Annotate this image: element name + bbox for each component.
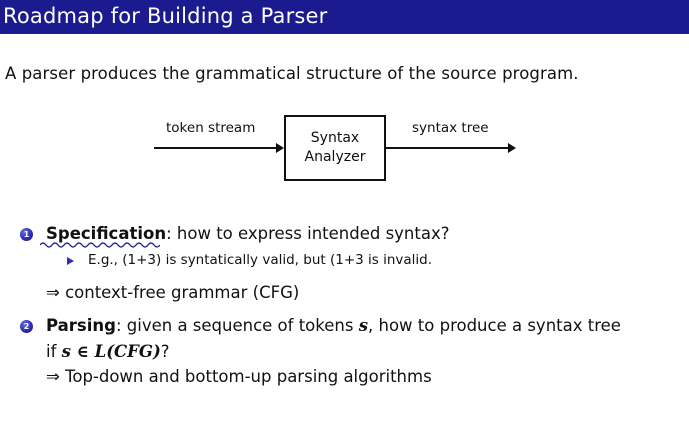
condition-prefix: if	[46, 342, 62, 361]
condition-math: s ∈ L(CFG)	[61, 342, 161, 361]
implies-algorithms: ⇒ Top-down and bottom-up parsing algorit…	[46, 367, 432, 386]
condition-suffix: ?	[160, 342, 170, 361]
example-prefix: E.g.,	[88, 252, 123, 268]
token-stream-label: token stream	[166, 120, 256, 136]
bullet-number-1: 1	[20, 228, 33, 241]
syntax-tree-label: syntax tree	[412, 120, 489, 136]
example-suffix: is invalid.	[363, 252, 433, 268]
bullet-number-2: 2	[20, 320, 33, 333]
wavy-underline	[40, 242, 160, 248]
syntax-analyzer-box: Syntax Analyzer	[284, 115, 386, 181]
output-arrow-head	[508, 143, 516, 153]
parsing-condition: if s ∈ L(CFG)?	[46, 342, 170, 361]
slide-title-bar: Roadmap for Building a Parser	[0, 0, 689, 34]
sub-bullet-triangle	[67, 257, 74, 265]
example-valid: (1+3)	[122, 252, 162, 268]
sub-item-example: E.g., (1+3) is syntatically valid, but (…	[88, 252, 432, 268]
box-line-1: Syntax	[310, 130, 360, 146]
parser-diagram: token stream Syntax Analyzer syntax tree	[150, 110, 530, 190]
specification-text: : how to express intended syntax?	[166, 224, 450, 243]
item-parsing: Parsing: given a sequence of tokens s, h…	[46, 316, 621, 335]
specification-term-wrap: Specification	[40, 224, 167, 248]
parsing-text: : given a sequence of tokens	[115, 316, 359, 335]
box-line-2: Analyzer	[304, 149, 366, 165]
example-invalid: (1+3	[329, 252, 364, 268]
parsing-text-2: , how to produce a syntax tree	[368, 316, 621, 335]
input-arrow-head	[276, 143, 284, 153]
intro-text: A parser produces the grammatical struct…	[5, 64, 579, 83]
parsing-term: Parsing	[46, 316, 116, 335]
item-specification: Specification : how to express intended …	[40, 224, 450, 248]
implies-cfg: ⇒ context-free grammar (CFG)	[46, 283, 300, 302]
diagram-arrows	[154, 143, 516, 153]
var-s: s	[358, 316, 368, 335]
specification-term: Specification	[46, 224, 167, 243]
example-mid: is syntatically valid, but	[161, 252, 330, 268]
slide-title: Roadmap for Building a Parser	[3, 4, 328, 28]
